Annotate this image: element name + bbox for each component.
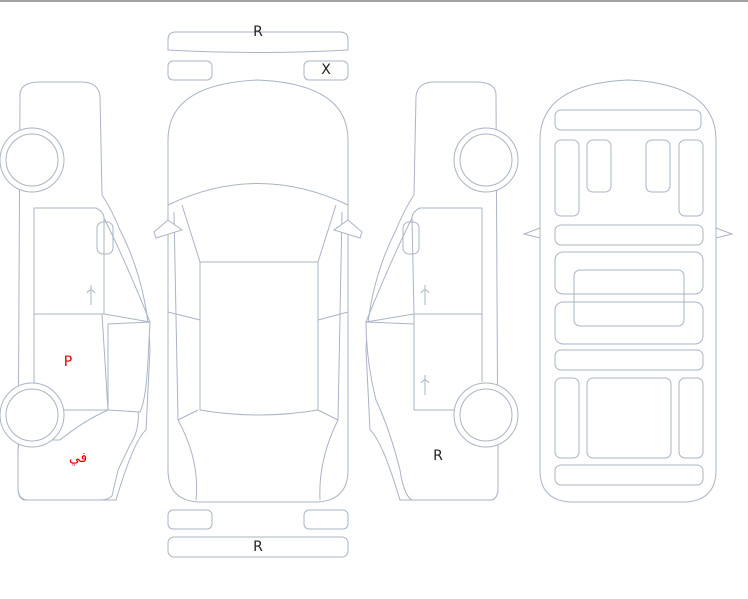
front-bumper-label: R	[253, 24, 263, 40]
right-front-wheel[interactable]	[453, 382, 519, 448]
left-rear-panel-shading	[107, 321, 151, 413]
front-bumper[interactable]: R	[167, 24, 349, 53]
front-right-small-panel[interactable]: X	[303, 60, 349, 81]
front-right-small-label: X	[321, 62, 331, 78]
rear-right-small-panel[interactable]	[303, 509, 349, 530]
top-view	[153, 79, 363, 503]
rear-bumper[interactable]: R	[167, 536, 349, 558]
interior-view	[522, 79, 734, 503]
rear-bumper-label: R	[253, 539, 263, 555]
left-front-fender-label: في	[69, 450, 87, 466]
left-mirror[interactable]	[153, 219, 184, 239]
right-side-view: R	[365, 81, 519, 501]
right-mirror[interactable]	[332, 219, 363, 239]
right-front-fender-label: R	[433, 448, 443, 464]
left-side-view: P في	[0, 81, 151, 501]
left-front-fender[interactable]	[17, 406, 139, 501]
left-rear-wheel[interactable]	[0, 127, 65, 193]
front-left-small-panel[interactable]	[167, 60, 213, 81]
left-front-door-label: P	[64, 354, 72, 370]
left-front-wheel[interactable]	[0, 382, 65, 448]
rear-left-small-panel[interactable]	[167, 509, 213, 530]
right-rear-wheel[interactable]	[453, 127, 519, 193]
